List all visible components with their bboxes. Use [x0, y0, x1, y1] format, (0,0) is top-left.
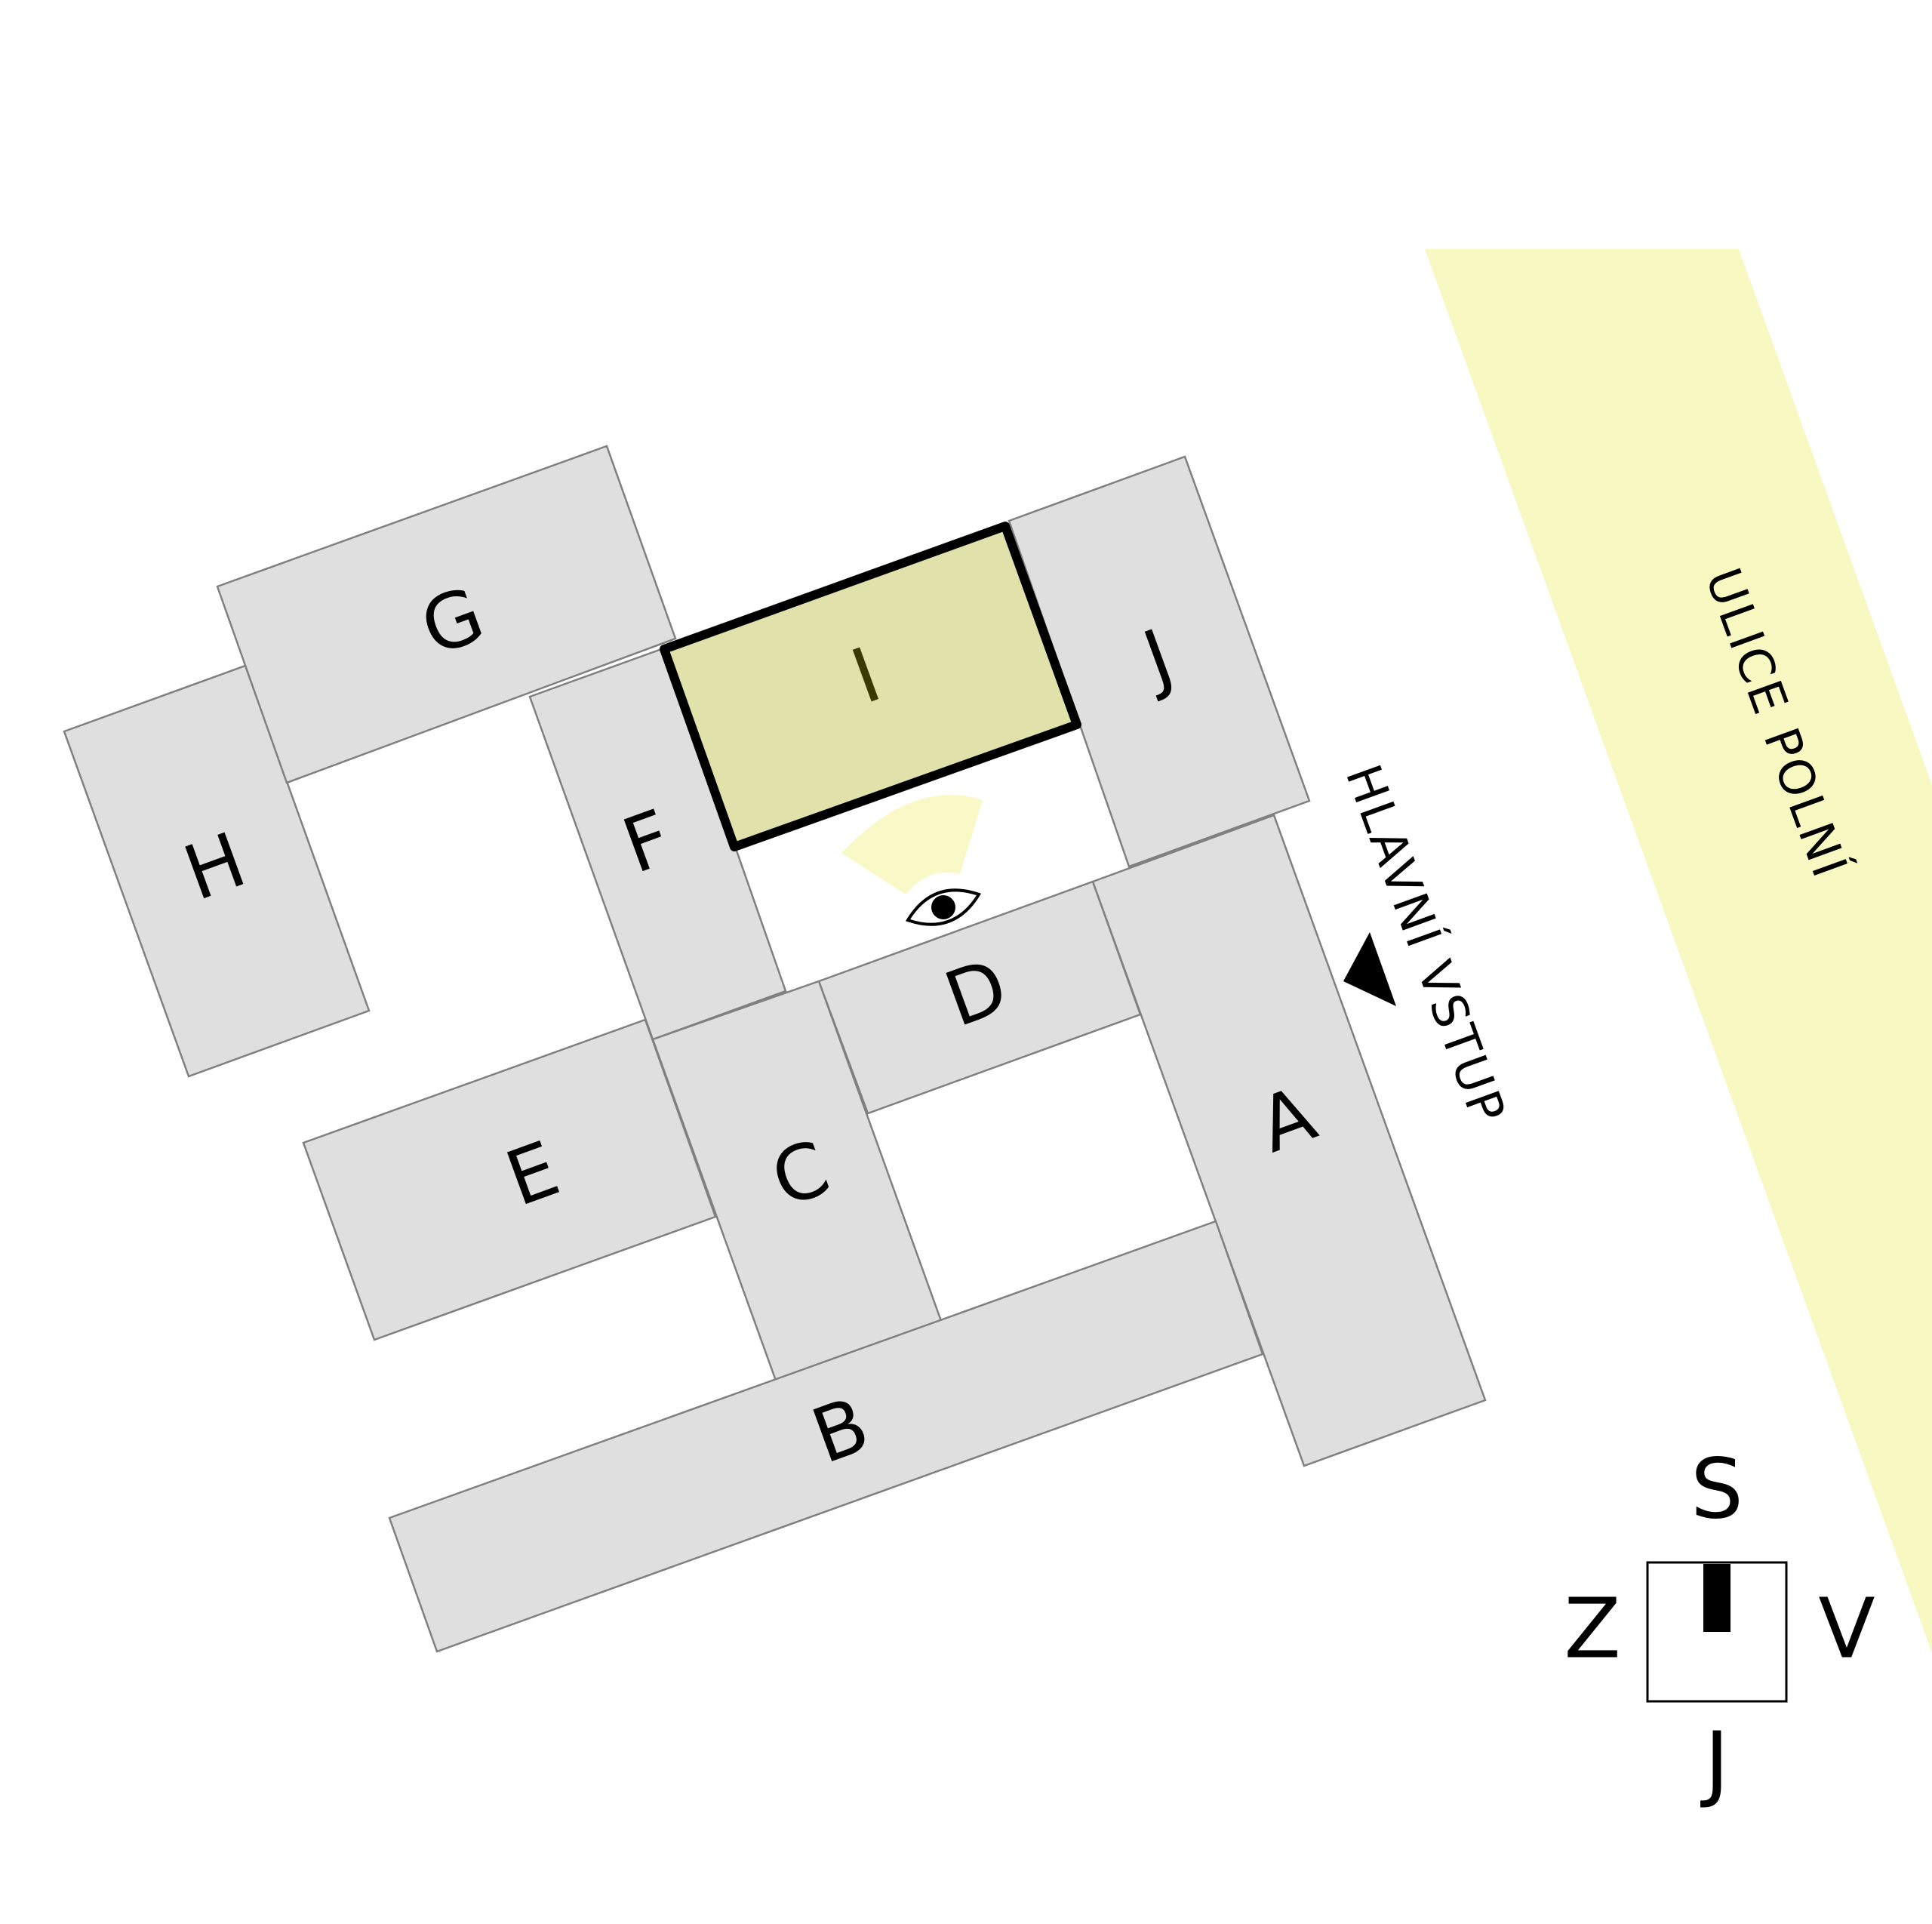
view-cone — [841, 795, 983, 894]
building-g[interactable] — [216, 445, 677, 784]
compass-needle — [1703, 1564, 1730, 1632]
compass-east: V — [1818, 1580, 1875, 1676]
building-h[interactable] — [63, 664, 371, 1078]
building-b[interactable] — [388, 1220, 1264, 1653]
building-j[interactable] — [1008, 455, 1311, 868]
eye-icon — [906, 888, 981, 926]
compass-west: Z — [1564, 1580, 1620, 1676]
street-band — [1425, 249, 1932, 1653]
building-f[interactable] — [528, 646, 787, 1041]
entrance-arrow-icon — [1343, 932, 1396, 1006]
compass-south: J — [1700, 1713, 1729, 1810]
compass: S J Z V — [1564, 1440, 1875, 1810]
building-i-highlighted[interactable] — [660, 522, 1081, 851]
compass-north: S — [1690, 1440, 1743, 1537]
building-e[interactable] — [302, 1018, 717, 1341]
